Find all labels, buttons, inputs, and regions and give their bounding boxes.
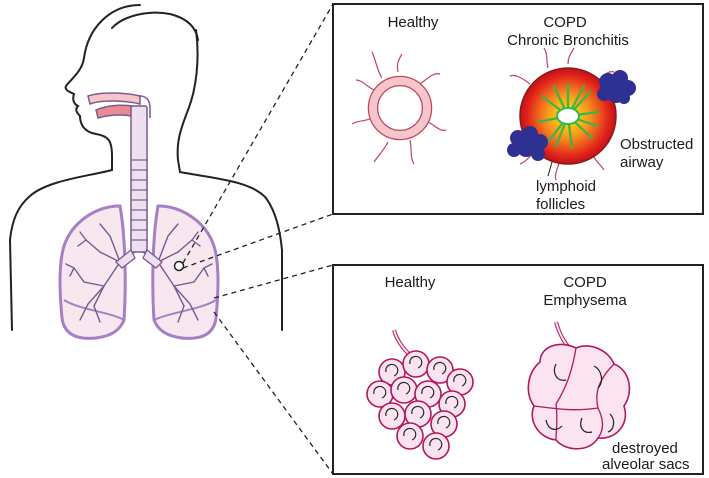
connector-lines: [182, 3, 334, 475]
emphysema-alveoli-icon: [527, 321, 631, 450]
trachea: [130, 105, 148, 253]
right-lung: [151, 204, 220, 340]
bronchitis-healthy-label: Healthy: [387, 14, 439, 31]
emphysema-healthy-label: Healthy: [384, 274, 436, 291]
emphysema-copd-sublabel: Emphysema: [543, 292, 627, 309]
left-lung: [58, 204, 127, 340]
lymphoid-follicles-label-line1: lymphoid: [536, 178, 597, 195]
obstructed-airway-label-line1: Obstructed: [620, 136, 694, 153]
healthy-alveoli-icon: [366, 329, 474, 460]
airway-highlight-circle: [173, 260, 185, 272]
destroyed-alveolar-sacs-label-line1: destroyed: [612, 440, 678, 457]
destroyed-alveolar-sacs-label-line2: alveolar sacs: [602, 456, 690, 473]
emphysema-copd-label: COPD: [563, 274, 607, 291]
bronchitis-copd-sublabel: Chronic Bronchitis: [507, 32, 629, 49]
human-figure: [8, 4, 283, 331]
lymphoid-follicle-top-right: [597, 70, 636, 104]
bronchitis-panel: [332, 3, 704, 215]
copd-airway-icon: [507, 47, 636, 181]
obstructed-airway-label-line2: airway: [620, 154, 664, 171]
upper-airway: [87, 92, 151, 120]
lymphoid-follicle-bottom-left: [507, 126, 548, 161]
lymphoid-follicles-label-line2: follicles: [536, 196, 586, 213]
healthy-airway-icon: [351, 51, 447, 165]
lungs: [58, 204, 220, 340]
main-bronchi: [115, 248, 163, 269]
bronchitis-copd-label: COPD: [543, 14, 587, 31]
